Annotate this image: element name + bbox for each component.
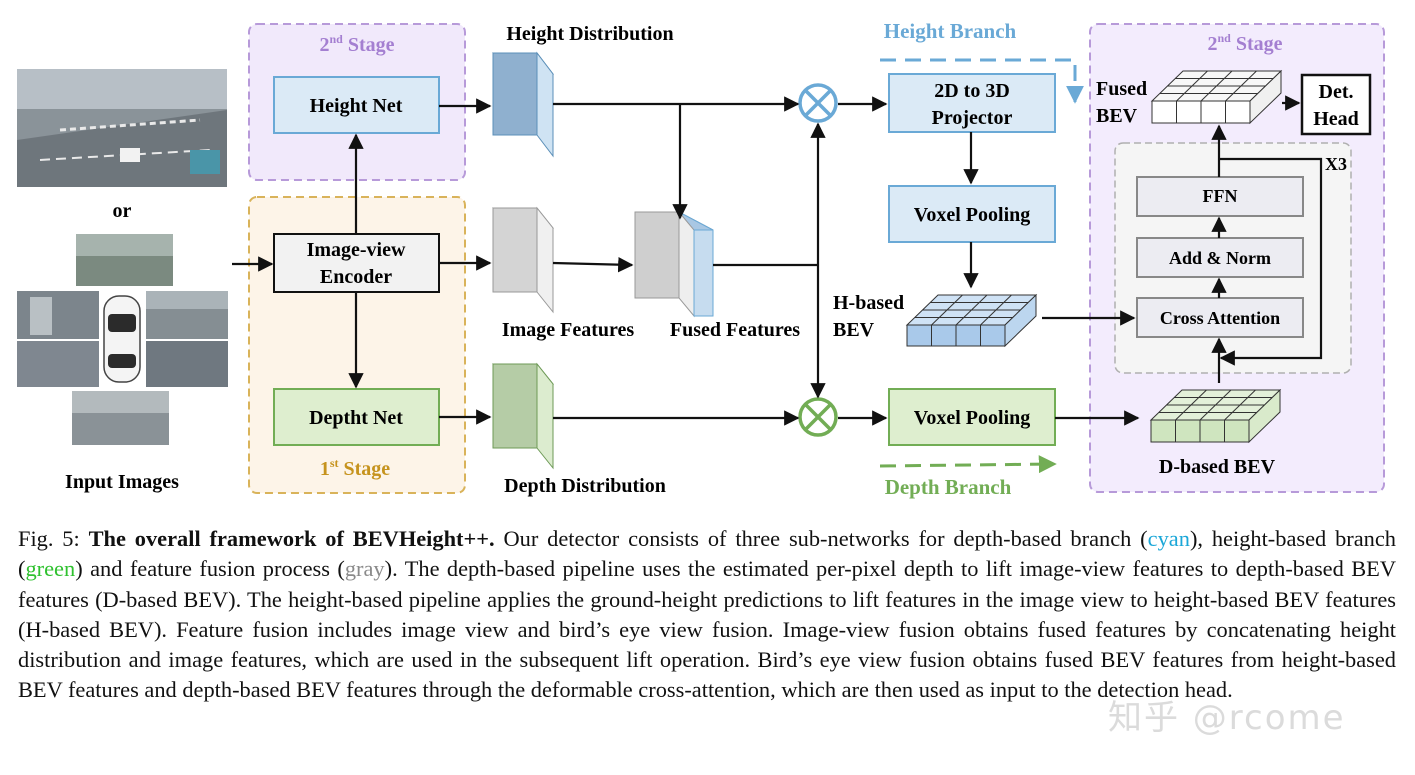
add-norm-box [1136, 237, 1304, 278]
framework-diagram: 2nd Stage 1st Stage 2nd Stage or Input I… [17, 19, 1385, 499]
h-based-bev-grid [905, 293, 1038, 348]
projector-box [888, 73, 1056, 133]
ffn-label: FFN [1203, 186, 1238, 206]
d-based-bev-grid [1149, 388, 1282, 444]
caption-green-word: green [25, 556, 76, 582]
encoder-label-line1: Image-view [307, 239, 406, 261]
image-features-cuboid [491, 206, 555, 314]
projector-label-line2: Projector [932, 107, 1013, 129]
connectors [232, 95, 1323, 426]
caption-gray-word: gray [344, 556, 385, 582]
caption-prefix: Fig. 5: [18, 526, 80, 551]
fused-bev-label-line2: BEV [1096, 105, 1138, 127]
caption-text-4: ). The depth-based pipeline uses the est… [18, 556, 1396, 703]
projector-label-line1: 2D to 3D [934, 80, 1010, 102]
caption-cyan-word: cyan [1147, 526, 1190, 551]
camera-back-left [17, 341, 99, 387]
height-net-box [273, 76, 440, 134]
depth-distribution-cuboid [491, 362, 555, 470]
input-images-label: Input Images [65, 471, 179, 493]
fused-bev-label-line1: Fused [1096, 78, 1147, 100]
caption-text-1: Our detector consists of three sub-netwo… [494, 526, 1148, 551]
height-distribution-cuboid [491, 51, 555, 158]
watermark: 知乎 @rcome [1108, 698, 1346, 738]
det-head-label-line2: Head [1313, 108, 1359, 130]
stage2-left-label: 2nd Stage [319, 32, 394, 56]
depth-distribution-label: Depth Distribution [504, 475, 666, 497]
stage1-label: 1st Stage [320, 456, 390, 480]
cross-attention-box [1136, 297, 1304, 338]
fused-bev-grid [1150, 69, 1283, 125]
camera-back-right [146, 341, 228, 387]
height-multiply-icon [798, 83, 838, 123]
ego-car-icon [103, 295, 141, 383]
height-branch-arrow [880, 58, 1084, 104]
voxel-pooling-height-label: Voxel Pooling [914, 204, 1031, 226]
h-based-bev-label-line2: BEV [833, 319, 875, 341]
depth-net-label: Deptht Net [309, 407, 403, 429]
ffn-box [1136, 176, 1304, 217]
d-based-bev-label: D-based BEV [1159, 456, 1276, 478]
caption-text-2: ), height-based branch ( [18, 526, 1397, 582]
caption-text-3: ) and feature fusion process ( [75, 556, 345, 582]
depth-multiply-icon [798, 397, 838, 437]
input-images [17, 69, 228, 445]
voxel-pooling-height-box [888, 185, 1056, 243]
depth-branch-arrow [879, 455, 1057, 474]
cross-attention-label: Cross Attention [1160, 308, 1280, 328]
encoder-label-line2: Encoder [320, 266, 392, 288]
height-net-label: Height Net [310, 95, 403, 117]
add-norm-label: Add & Norm [1169, 248, 1271, 268]
repeat-x3-label: X3 [1325, 154, 1347, 174]
image-features-label: Image Features [502, 319, 635, 341]
height-distribution-label: Height Distribution [506, 23, 673, 45]
fused-features-cuboid [634, 210, 714, 318]
camera-front-left [17, 291, 99, 339]
figure-caption: Fig. 5: The overall framework of BEVHeig… [18, 524, 1396, 706]
height-branch-label: Height Branch [884, 19, 1017, 43]
fused-features-label: Fused Features [670, 319, 800, 341]
depth-branch-label: Depth Branch [885, 475, 1012, 499]
det-head-box [1300, 73, 1372, 136]
encoder-box [273, 233, 440, 293]
h-based-bev-label-line1: H-based [833, 292, 904, 314]
voxel-pooling-depth-label: Voxel Pooling [914, 407, 1031, 429]
or-label: or [113, 200, 132, 222]
caption-title: The overall framework of BEVHeight++. [88, 526, 495, 551]
det-head-label-line1: Det. [1319, 81, 1354, 103]
